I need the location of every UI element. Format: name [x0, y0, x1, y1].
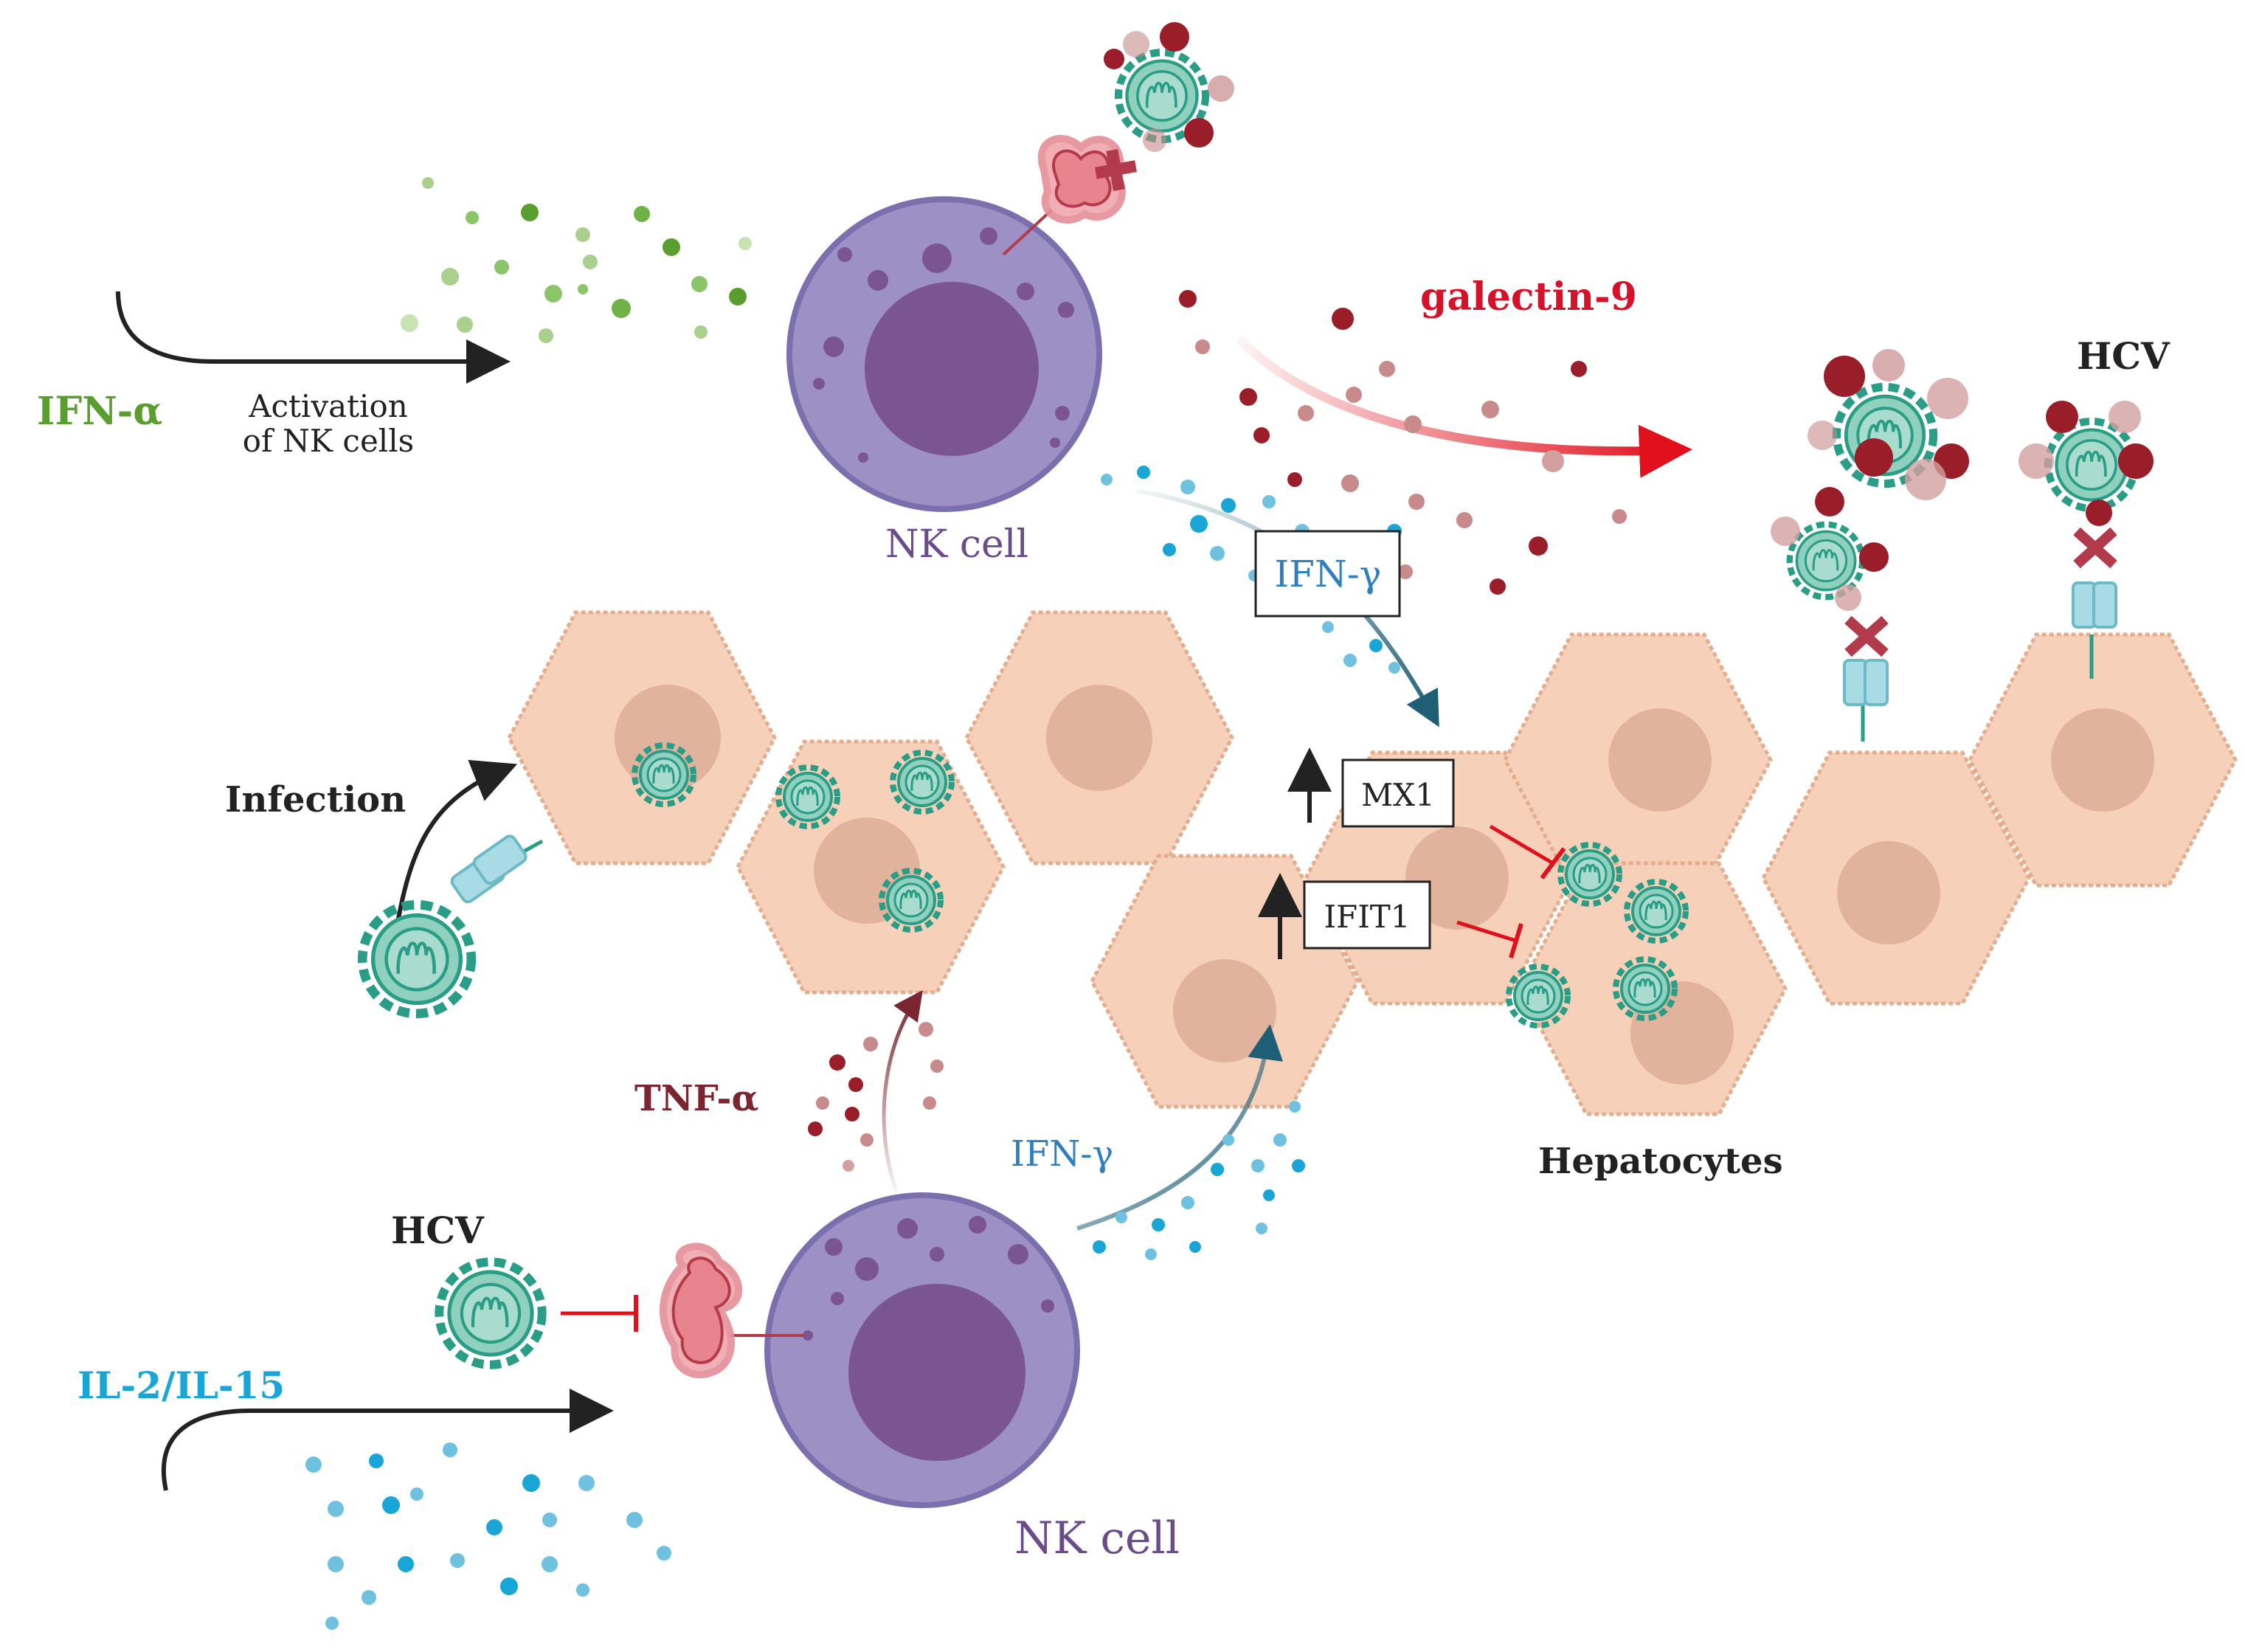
mx1-label: MX1	[1361, 777, 1435, 813]
hcv-virus-galectin-a	[1808, 349, 1969, 500]
nk-cell-top	[786, 196, 1102, 512]
receptor-left	[450, 834, 544, 904]
il-dots	[305, 1442, 671, 1630]
hcv-top-label: HCV	[2077, 334, 2170, 378]
activation-label-line1: Activation	[248, 388, 408, 424]
block-cross-right-b	[2073, 527, 2117, 569]
receptor-right-b	[2072, 581, 2117, 679]
ifit1-box	[1303, 880, 1431, 950]
tnf-alpha-arrow	[882, 989, 923, 1192]
ifit1-inhibition	[1456, 920, 1523, 958]
ifn-gamma-bottom-label: IFN-γ	[1011, 1133, 1113, 1175]
ifn-gamma-box-label: IFN-γ	[1275, 553, 1382, 595]
hcv-virus-entering	[362, 905, 471, 1014]
hcv-virus-bottom	[439, 1262, 542, 1364]
ifn-alpha-dots	[401, 177, 840, 343]
nk-cell-bottom	[764, 1192, 1080, 1508]
hcv-inhibition-bottom	[561, 1295, 638, 1332]
galectin-dots	[1179, 290, 1627, 595]
hcv-virus-galectin-b	[2019, 401, 2154, 526]
block-cross-top	[1095, 149, 1137, 191]
hcv-bottom-label: HCV	[391, 1209, 485, 1252]
hepatocyte-cluster-left	[509, 612, 1232, 992]
hcv-virus-galectin-c	[1771, 487, 1889, 611]
nk-receptor-bottom	[660, 1243, 804, 1379]
block-cross-right-a	[1844, 615, 1889, 657]
ifn-gamma-box	[1254, 530, 1401, 618]
hcv-virus-top-galectin	[1104, 22, 1234, 152]
ifit1-label: IFIT1	[1324, 899, 1410, 935]
nk-cell-bottom-label: NK cell	[1014, 1513, 1180, 1564]
ifn-alpha-arrow	[116, 291, 511, 384]
mx1-box	[1341, 758, 1455, 828]
ifn-gamma-bottom-dots	[1093, 1101, 1305, 1260]
il2-il15-label: IL-2/IL-15	[77, 1364, 285, 1407]
il-arrow	[161, 1389, 614, 1491]
ifn-alpha-label: IFN-α	[37, 389, 162, 434]
galectin-9-label: galectin-9	[1420, 274, 1637, 319]
hepatocyte-cluster-right	[1092, 635, 2235, 1114]
infection-arrow	[396, 759, 518, 919]
receptor-right-a	[1843, 659, 1889, 742]
nk-cell-top-label: NK cell	[885, 522, 1028, 567]
infection-label: Infection	[225, 779, 406, 820]
hepatocytes-label: Hepatocytes	[1538, 1141, 1783, 1182]
mx1-inhibition	[1489, 824, 1566, 879]
galectin-arrow	[1236, 336, 1692, 478]
nk-receptor-top	[1002, 134, 1126, 256]
tnf-alpha-dots	[808, 1022, 944, 1172]
tnf-alpha-label: TNF-α	[634, 1078, 758, 1119]
activation-label-line2: of NK cells	[243, 423, 414, 459]
